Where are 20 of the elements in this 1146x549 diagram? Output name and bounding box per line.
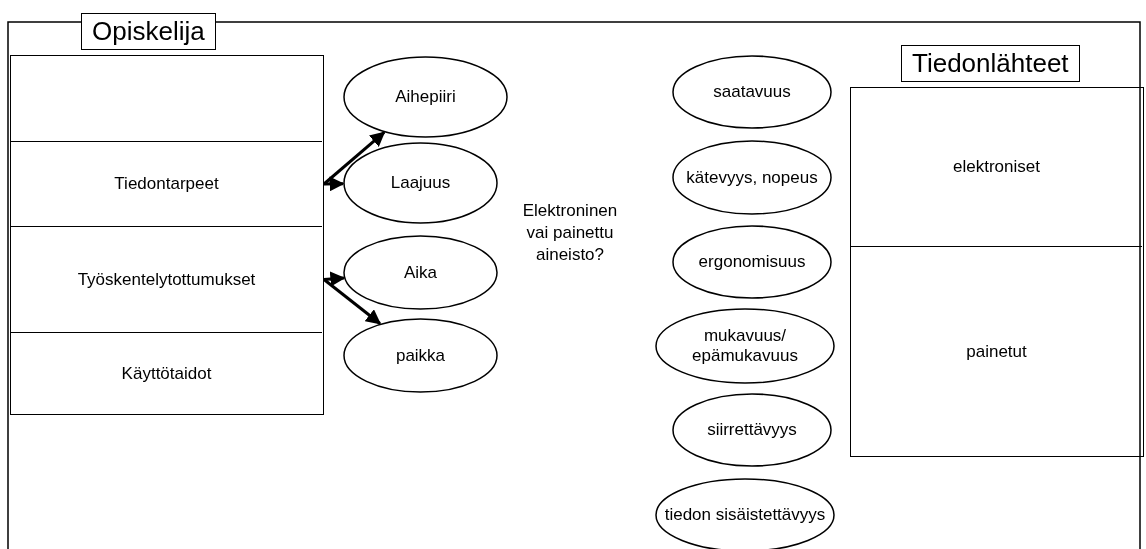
ellipse-node: mukavuus/ epämukavuus	[655, 308, 835, 384]
ellipse-node: kätevyys, nopeus	[672, 140, 832, 215]
section-row: Tiedontarpeet	[11, 141, 322, 226]
arrow	[323, 278, 382, 325]
arrow	[323, 271, 346, 287]
question-text: Elektroninen vai painettu aineisto?	[521, 200, 619, 267]
ellipse-node: ergonomisuus	[672, 225, 832, 299]
arrow	[324, 176, 345, 192]
ellipse-node: siirrettävyys	[672, 393, 832, 467]
section-row: painetut	[851, 246, 1142, 456]
ellipse-node: saatavuus	[672, 55, 832, 129]
section-row: Käyttötaidot	[11, 332, 322, 414]
section-row: elektroniset	[851, 88, 1142, 246]
ellipse-node: Laajuus	[343, 142, 498, 224]
ellipse-node: Aika	[343, 235, 498, 310]
ellipse-node: Aihepiiri	[343, 56, 508, 138]
heading-label: Opiskelija	[81, 13, 216, 50]
heading-label: Tiedonlähteet	[901, 45, 1080, 82]
section-row: Työskentelytottumukset	[11, 226, 322, 332]
ellipse-node: paikka	[343, 318, 498, 393]
